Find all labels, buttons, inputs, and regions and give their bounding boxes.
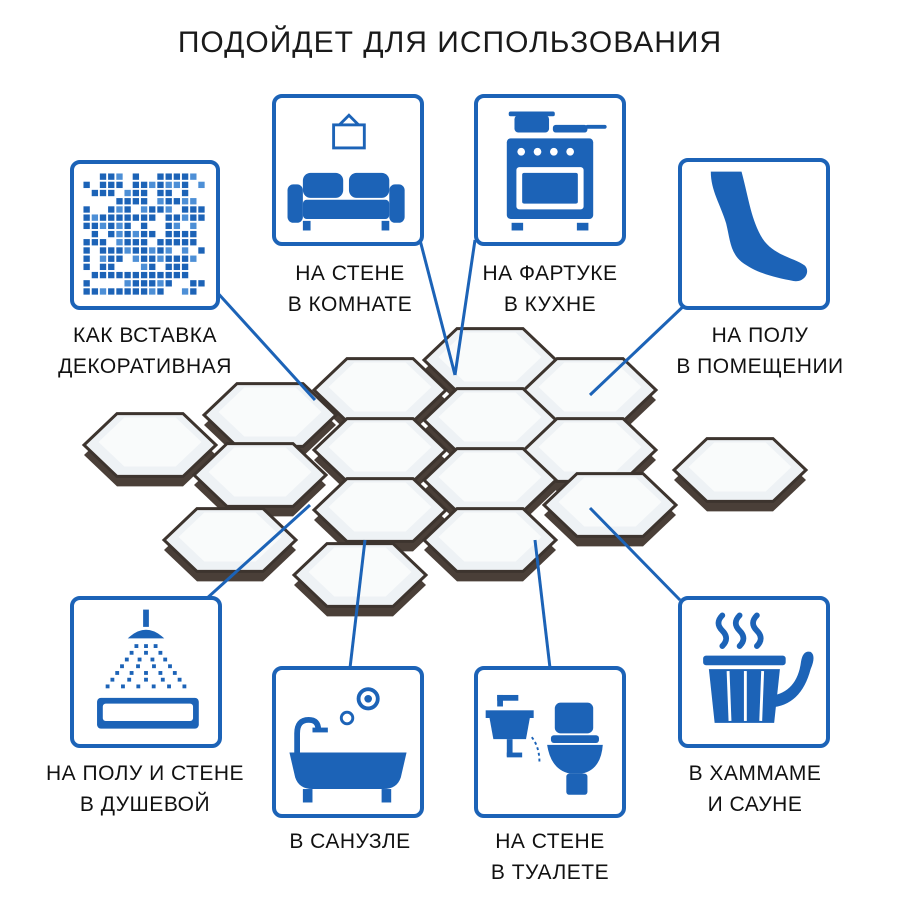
use-decorative-insert-label: КАК ВСТАВКА ДЕКОРАТИВНАЯ (40, 320, 250, 382)
use-bathroom-box (272, 666, 424, 818)
label-line1: КАК ВСТАВКА (73, 324, 217, 347)
use-floor-room-box (678, 158, 830, 310)
use-bathroom-label: В САНУЗЛЕ (289, 830, 411, 853)
use-decorative-insert-box (70, 160, 220, 310)
shower-icon (97, 609, 199, 729)
toilet-icon (485, 694, 603, 795)
use-shower-label: НА ПОЛУ И СТЕНЕ В ДУШЕВОЙ (45, 762, 245, 816)
sauna-icon (703, 612, 814, 723)
use-kitchen-backsplash-box (474, 94, 626, 246)
use-floor-room-label: НА ПОЛУ В ПОМЕЩЕНИИ (676, 324, 844, 378)
label-line2: ДЕКОРАТИВНАЯ (58, 355, 232, 378)
use-toilet-wall-label: НА СТЕНЕ В ТУАЛЕТЕ (490, 830, 610, 884)
bathtub-icon (289, 687, 407, 803)
use-toilet-wall-box (474, 666, 626, 818)
use-kitchen-backsplash-label: НА ФАРТУКЕ В КУХНЕ (482, 262, 618, 316)
foot-icon (710, 171, 808, 282)
use-hammam-sauna-box (678, 596, 830, 748)
use-room-wall-label: НА СТЕНЕ В КОМНАТЕ (287, 262, 413, 316)
page-title: ПОДОЙДЕТ ДЛЯ ИСПОЛЬЗОВАНИЯ (177, 26, 723, 59)
stove-icon (506, 111, 607, 231)
mosaic-icon (83, 173, 205, 295)
use-room-wall-box (272, 94, 424, 246)
use-shower-box (70, 596, 222, 748)
use-hammam-sauna-label: В ХАММАМЕ И САУНЕ (688, 762, 822, 816)
sofa-icon (287, 113, 405, 231)
